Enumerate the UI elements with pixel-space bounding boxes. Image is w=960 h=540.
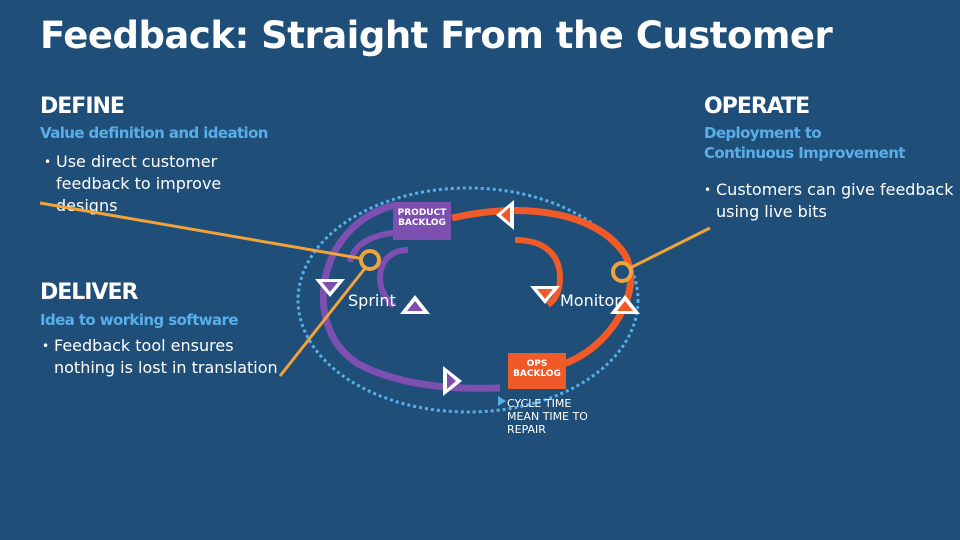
define-feedback-line [39, 201, 371, 262]
operate-bullet-line-1: Customers can give feedback [716, 180, 954, 199]
product-backlog-label-1: PRODUCT [398, 208, 448, 218]
ops-backlog-box [508, 353, 566, 389]
bullet-dot: • [42, 339, 50, 353]
define-heading: DEFINE [40, 94, 125, 119]
product-backlog-label-2: BACKLOG [398, 218, 446, 228]
deliver-heading: DELIVER [40, 280, 138, 305]
ops-backlog-label-2: BACKLOG [513, 369, 561, 379]
deliver-bullet-line-2: nothing is lost in translation [54, 358, 278, 377]
define-bullet-line-3: designs [56, 196, 118, 215]
outer-cycle-dotted-loop [296, 186, 640, 414]
sprint-label: Sprint [348, 291, 396, 310]
operate-outer-loop [451, 206, 635, 369]
triangle-marker-ops-backlog [443, 366, 462, 396]
operate-subheading: Deployment to Continuous Improvement [704, 123, 905, 163]
deliver-feedback-line [278, 261, 372, 377]
define-bullet: • Use direct customer feedback to improv… [44, 151, 222, 217]
feedback-node-left [359, 249, 381, 271]
cycle-time-arrow-icon [498, 396, 506, 406]
define-subheading: Value definition and ideation [40, 124, 268, 142]
deliver-subheading: Idea to working software [40, 311, 239, 329]
sprint-inner-loop [376, 247, 409, 309]
page-title: Feedback: Straight From the Customer [40, 14, 833, 57]
define-bullet-line-1: Use direct customer [56, 152, 218, 171]
triangle-marker-monitor-start [530, 286, 560, 304]
operate-subheading-line-1: Deployment to [704, 124, 822, 142]
metric-mean-time-to: MEAN TIME TO [507, 410, 588, 423]
operate-bullet: • Customers can give feedback using live… [704, 179, 954, 223]
metric-repair: REPAIR [507, 423, 546, 436]
product-backlog-box [393, 202, 451, 240]
monitor-label: Monitor [560, 291, 621, 310]
operate-heading: OPERATE [704, 94, 810, 119]
operate-subheading-line-2: Continuous Improvement [704, 144, 905, 162]
metric-cycle-time: CYCLE TIME [507, 397, 571, 410]
define-bullet-line-2: feedback to improve [56, 174, 222, 193]
deliver-bullet-line-1: Feedback tool ensures [54, 336, 234, 355]
deliver-bullet: • Feedback tool ensures nothing is lost … [42, 335, 278, 379]
triangle-marker-product-backlog [496, 200, 514, 230]
monitor-inner-loop [514, 237, 564, 308]
operate-feedback-line [621, 226, 711, 274]
triangle-marker-monitor-end [610, 295, 640, 314]
bullet-dot: • [44, 155, 52, 169]
feedback-node-right [611, 261, 633, 283]
bullet-dot: • [704, 183, 712, 197]
ops-backlog-label-1: OPS [527, 359, 548, 369]
triangle-marker-sprint-start [315, 279, 345, 297]
operate-bullet-line-2: using live bits [716, 202, 827, 221]
triangle-marker-sprint-end [400, 295, 430, 314]
